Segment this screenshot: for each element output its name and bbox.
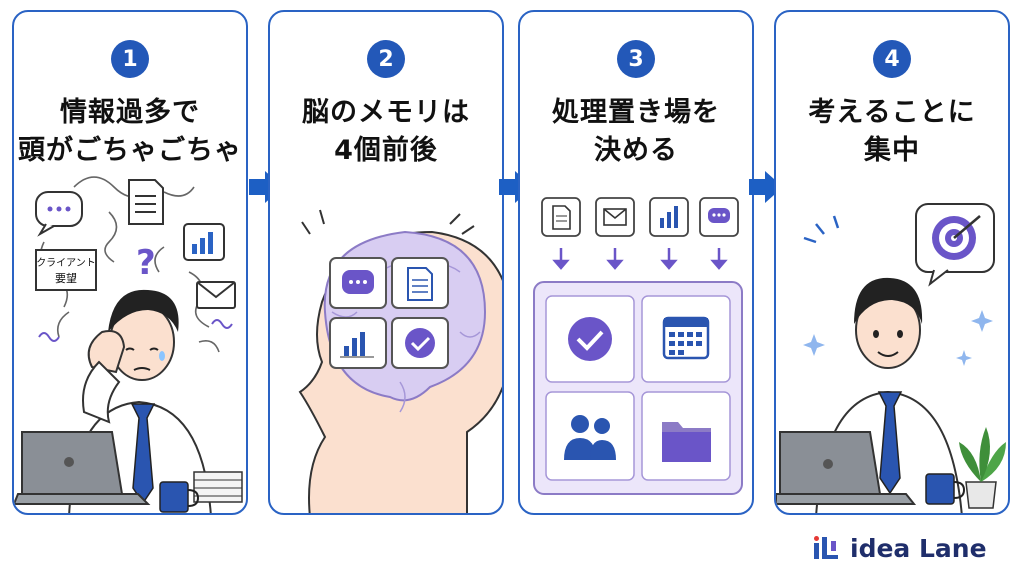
sticky-note: クライアント 要望 bbox=[35, 249, 97, 291]
question-mark-icon: ? bbox=[136, 243, 156, 283]
step-panel-1: 1 情報過多で 頭がごちゃごちゃ ? bbox=[12, 10, 248, 515]
document-icon bbox=[128, 179, 164, 225]
brain-memory-illustration bbox=[298, 209, 502, 513]
step-title: 処理置き場を 決める bbox=[552, 97, 720, 166]
step-panel-2: 2 脳のメモリは 4個前後 bbox=[268, 10, 504, 515]
bar-chart-icon bbox=[649, 197, 689, 237]
folder-slot bbox=[641, 391, 731, 481]
idea-lane-logo-mark bbox=[814, 536, 838, 559]
step-panel-3: 3 処理置き場を 決める bbox=[518, 10, 754, 515]
next-arrow-icon bbox=[499, 171, 533, 203]
envelope-icon bbox=[595, 197, 635, 237]
step-number-badge: 4 bbox=[873, 40, 911, 78]
laptop-icon bbox=[14, 431, 151, 505]
step-number-badge: 1 bbox=[111, 40, 149, 78]
step-title: 考えることに 集中 bbox=[808, 97, 976, 166]
step-number-badge: 2 bbox=[367, 40, 405, 78]
overwhelmed-worker-illustration: ? クライアント 要望 bbox=[14, 176, 243, 513]
memory-slot-check bbox=[391, 317, 449, 369]
step-panel-4: 4 考えることに 集中 bbox=[774, 10, 1010, 515]
mug-icon bbox=[159, 481, 200, 513]
next-arrow-icon bbox=[249, 171, 283, 203]
memory-slot-chat bbox=[329, 257, 387, 309]
memory-slot-document bbox=[391, 257, 449, 309]
next-arrow-icon bbox=[749, 171, 783, 203]
chat-bubble-icon bbox=[35, 191, 83, 237]
svg-text:要望: 要望 bbox=[55, 272, 77, 285]
task-check-slot bbox=[545, 295, 635, 383]
memory-slot-chart bbox=[329, 317, 387, 369]
focused-worker-illustration bbox=[776, 203, 1006, 513]
sparkle-icon bbox=[803, 310, 993, 366]
chat-bubble-icon bbox=[699, 197, 739, 237]
target-icon bbox=[915, 203, 995, 287]
logo-text: idea Lane bbox=[850, 533, 987, 563]
plant-icon bbox=[959, 427, 1006, 509]
processing-storage-illustration bbox=[533, 197, 743, 495]
step-number-badge: 3 bbox=[617, 40, 655, 78]
people-slot bbox=[545, 391, 635, 481]
document-icon bbox=[541, 197, 581, 237]
envelope-icon bbox=[196, 281, 236, 309]
bar-chart-icon bbox=[183, 223, 225, 261]
step-title: 情報過多で 頭がごちゃごちゃ bbox=[18, 97, 242, 166]
brand-logo: idea Lane bbox=[812, 530, 987, 566]
laptop-icon bbox=[776, 431, 917, 505]
step-title: 脳のメモリは 4個前後 bbox=[302, 97, 470, 166]
calendar-slot bbox=[641, 295, 731, 383]
paper-stack bbox=[193, 471, 243, 503]
svg-text:クライアント: クライアント bbox=[36, 257, 96, 269]
mug-icon bbox=[925, 473, 966, 505]
